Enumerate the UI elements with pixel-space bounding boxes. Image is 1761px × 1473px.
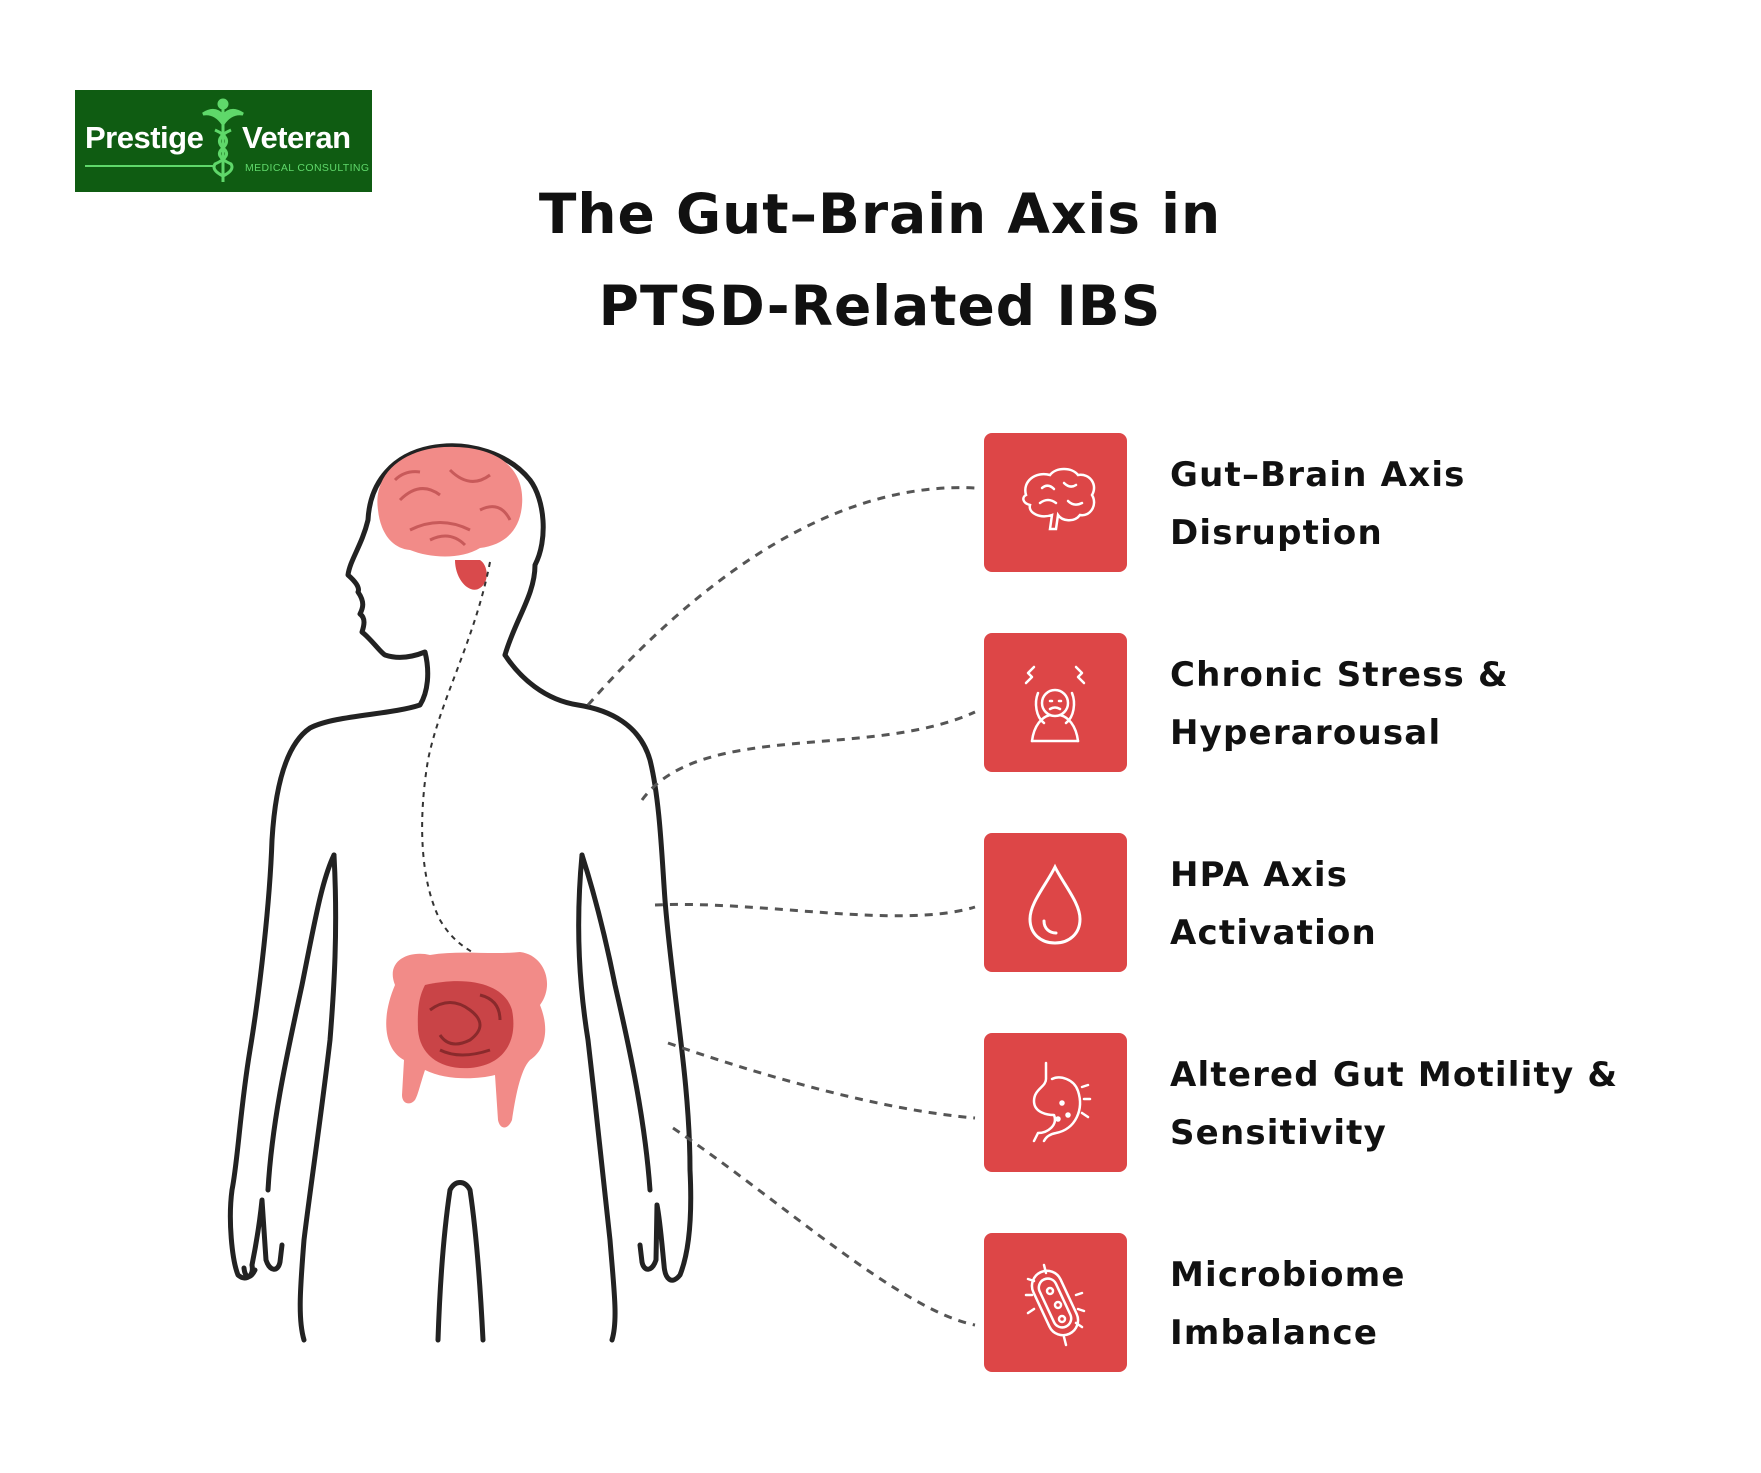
logo-word-prestige: Prestige bbox=[85, 120, 204, 155]
label-line-2: Imbalance bbox=[1170, 1313, 1379, 1353]
body-outline bbox=[227, 443, 694, 1343]
bacterium-icon bbox=[1024, 1263, 1086, 1347]
connector-5 bbox=[672, 1126, 976, 1327]
stressed-person-icon bbox=[1024, 665, 1086, 743]
caduceus-icon bbox=[85, 98, 244, 182]
label-line-2: Disruption bbox=[1170, 513, 1383, 553]
label-line-1: Chronic Stress & bbox=[1170, 655, 1509, 695]
label-line-1: Microbiome bbox=[1170, 1255, 1406, 1295]
label-line-2: Sensitivity bbox=[1170, 1113, 1387, 1153]
label-gut-motility: Altered Gut Motility & Sensitivity bbox=[1170, 1046, 1618, 1162]
card-brain bbox=[984, 433, 1127, 572]
connector-2 bbox=[640, 710, 976, 801]
label-line-1: HPA Axis bbox=[1170, 855, 1349, 895]
card-stress bbox=[984, 633, 1127, 772]
drop-icon bbox=[1028, 863, 1082, 945]
page-title: The Gut–Brain Axis in PTSD-Related IBS bbox=[380, 168, 1380, 352]
label-gut-brain-axis: Gut–Brain Axis Disruption bbox=[1170, 446, 1466, 562]
label-microbiome: Microbiome Imbalance bbox=[1170, 1246, 1406, 1362]
title-line-2: PTSD-Related IBS bbox=[598, 274, 1162, 338]
label-line-1: Gut–Brain Axis bbox=[1170, 455, 1466, 495]
label-line-2: Activation bbox=[1170, 913, 1377, 953]
card-hpa bbox=[984, 833, 1127, 972]
label-chronic-stress: Chronic Stress & Hyperarousal bbox=[1170, 646, 1509, 762]
brain-icon bbox=[1022, 467, 1096, 531]
card-microbiome bbox=[984, 1233, 1127, 1372]
stomach-icon bbox=[1032, 1061, 1092, 1143]
connector-1 bbox=[586, 486, 976, 706]
vagus-nerve-line bbox=[421, 561, 491, 961]
connectors bbox=[586, 486, 976, 1327]
logo-subtitle: MEDICAL CONSULTING bbox=[245, 162, 370, 174]
connector-4 bbox=[667, 1041, 976, 1120]
intestines-illustration bbox=[386, 952, 548, 1128]
logo-word-veteran: Veteran bbox=[242, 120, 351, 155]
label-line-2: Hyperarousal bbox=[1170, 713, 1442, 753]
label-hpa-axis: HPA Axis Activation bbox=[1170, 846, 1377, 962]
label-line-1: Altered Gut Motility & bbox=[1170, 1055, 1619, 1095]
connector-3 bbox=[654, 902, 976, 918]
logo: Prestige Veteran MEDICAL CONSULTING bbox=[75, 90, 372, 192]
title-line-1: The Gut–Brain Axis in bbox=[538, 182, 1222, 246]
brain-illustration bbox=[377, 446, 523, 590]
card-gut bbox=[984, 1033, 1127, 1172]
